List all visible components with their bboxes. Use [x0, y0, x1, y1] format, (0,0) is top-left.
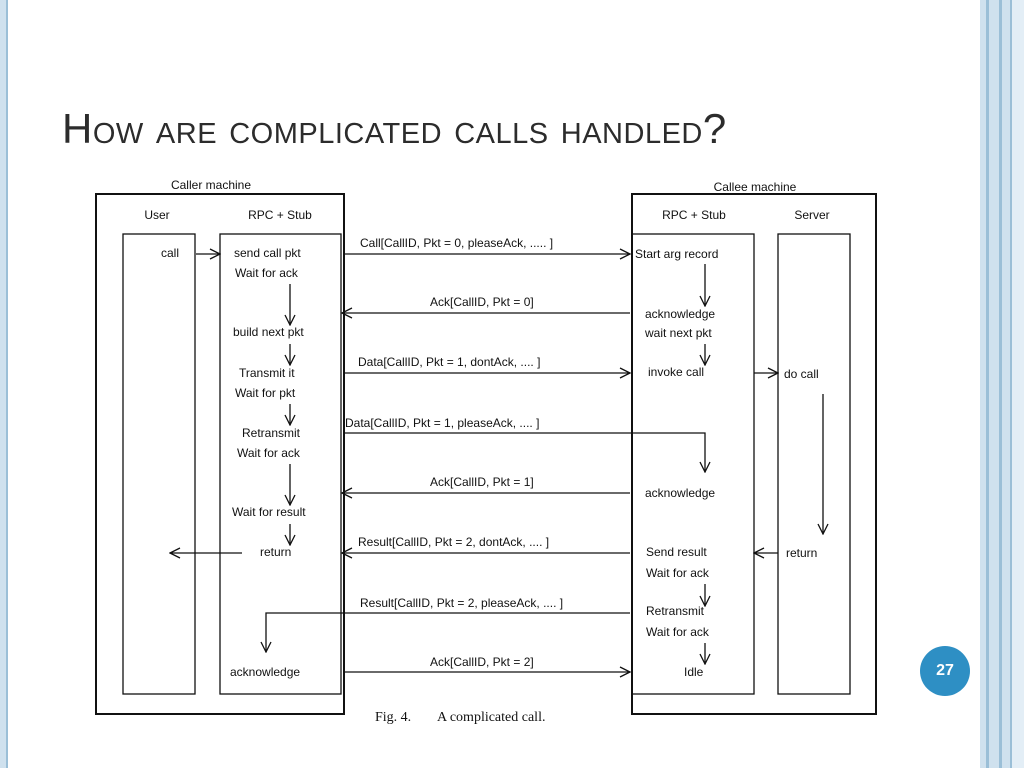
message-label: Ack[CallID, Pkt = 1]: [430, 475, 534, 489]
callee-step-label: acknowledge: [645, 307, 715, 321]
callee-step-label: invoke call: [648, 365, 704, 379]
message-label: Data[CallID, Pkt = 1, dontAck, .... ]: [358, 355, 540, 369]
caller-machine-label: Caller machine: [171, 178, 251, 192]
right-border-stripe: [980, 0, 986, 768]
message-label: Result[CallID, Pkt = 2, dontAck, .... ]: [358, 535, 549, 549]
left-border-stripe: [0, 0, 6, 768]
message-label: Ack[CallID, Pkt = 2]: [430, 655, 534, 669]
callee-step-label: wait next pkt: [644, 326, 712, 340]
server-step-label: return: [786, 546, 817, 560]
message-label: Result[CallID, Pkt = 2, pleaseAck, .... …: [360, 596, 563, 610]
right-border-line: [1010, 0, 1012, 768]
server-step-label: do call: [784, 367, 819, 381]
caller-step-label: return: [260, 545, 291, 559]
caller-step-label: Wait for ack: [235, 266, 299, 280]
caller-step-label: Wait for result: [232, 505, 306, 519]
figure-number: Fig. 4.: [375, 710, 411, 725]
caller-step-label: build next pkt: [233, 325, 304, 339]
message-label: Call[CallID, Pkt = 0, pleaseAck, ..... ]: [360, 236, 553, 250]
caller-step-label: Wait for pkt: [235, 386, 296, 400]
right-border-line: [999, 0, 1002, 768]
message-arrow: [344, 432, 705, 472]
right-border-stripe: [1012, 0, 1024, 768]
user-column-header: User: [144, 208, 169, 222]
left-border-line: [6, 0, 8, 768]
callee-step-label: acknowledge: [645, 486, 715, 500]
right-border-stripe: [989, 0, 999, 768]
figure-caption: A complicated call.: [437, 710, 545, 725]
callee-step-label: Start arg record: [635, 247, 718, 261]
callee-step-label: Wait for ack: [646, 566, 710, 580]
rpc-sequence-diagram: Caller machine Callee machine User RPC +…: [95, 178, 877, 725]
callee-stub-column-header: RPC + Stub: [662, 208, 726, 222]
caller-step-label: Transmit it: [239, 366, 295, 380]
caller-step-label: send call pkt: [234, 246, 301, 260]
user-lifeline: [122, 233, 196, 695]
caller-step-label: acknowledge: [230, 665, 300, 679]
slide-number-badge: 27: [920, 646, 970, 696]
server-lifeline: [777, 233, 851, 695]
slide-title: How are complicated calls handled?: [62, 105, 727, 152]
callee-step-label: Idle: [684, 665, 704, 679]
message-arrow: [266, 612, 630, 652]
server-column-header: Server: [794, 208, 829, 222]
message-label: Ack[CallID, Pkt = 0]: [430, 295, 534, 309]
callee-stub-lifeline: [631, 233, 755, 695]
message-label: Data[CallID, Pkt = 1, pleaseAck, .... ]: [345, 416, 539, 430]
callee-step-label: Send result: [646, 545, 707, 559]
caller-machine-box: [95, 193, 345, 715]
caller-step-label: Retransmit: [242, 426, 301, 440]
caller-stub-column-header: RPC + Stub: [248, 208, 312, 222]
user-step-label: call: [161, 246, 179, 260]
callee-step-label: Retransmit: [646, 604, 705, 618]
callee-step-label: Wait for ack: [646, 625, 710, 639]
caller-step-label: Wait for ack: [237, 446, 301, 460]
right-border-stripe: [1002, 0, 1010, 768]
right-border-line: [986, 0, 989, 768]
callee-machine-label: Callee machine: [714, 180, 797, 194]
caller-stub-lifeline: [219, 233, 342, 695]
